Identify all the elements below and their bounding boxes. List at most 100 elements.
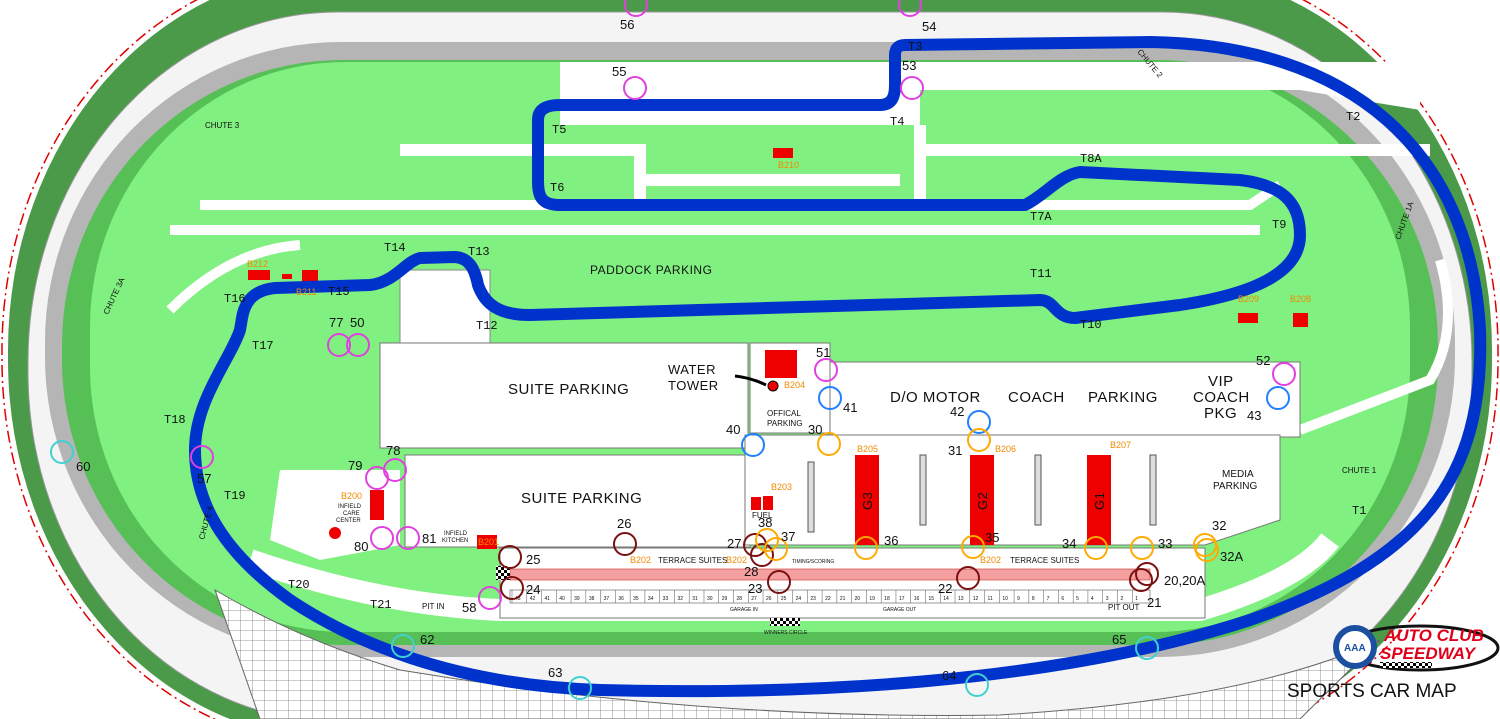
marker-gate-circle[interactable] xyxy=(365,466,389,490)
building-b201[interactable] xyxy=(477,535,497,549)
pit-stall[interactable]: 30 xyxy=(707,596,713,602)
pit-stall[interactable]: 18 xyxy=(884,596,890,602)
pit-stall[interactable]: 34 xyxy=(648,596,654,602)
pit-stall[interactable]: 12 xyxy=(973,596,979,602)
marker-pit-circle[interactable] xyxy=(1084,536,1108,560)
pit-stall[interactable]: 25 xyxy=(781,596,787,602)
marker-gate-circle[interactable] xyxy=(623,76,647,100)
marker-gate-circle[interactable] xyxy=(370,526,394,550)
marker-pit-circle[interactable] xyxy=(967,428,991,452)
turn-label: T20 xyxy=(288,578,310,592)
marker-post-circle[interactable] xyxy=(741,433,765,457)
pit-stall[interactable]: 39 xyxy=(574,596,580,602)
pit-stall[interactable]: 37 xyxy=(604,596,610,602)
building-b200[interactable] xyxy=(370,490,384,520)
pit-stall[interactable]: 36 xyxy=(618,596,624,602)
marker-stand-circle[interactable] xyxy=(391,634,415,658)
marker-suite-circle[interactable] xyxy=(500,576,524,600)
pit-stall[interactable]: 31 xyxy=(692,596,698,602)
pit-stall[interactable]: 21 xyxy=(840,596,846,602)
marker-gate-circle[interactable] xyxy=(898,0,922,17)
pit-stall[interactable]: 8 xyxy=(1032,596,1035,602)
marker-gate-circle[interactable] xyxy=(190,445,214,469)
building-b203[interactable] xyxy=(751,497,761,510)
pit-stall[interactable]: 32 xyxy=(677,596,683,602)
pit-stall[interactable]: 5 xyxy=(1076,596,1079,602)
marker-suite-circle[interactable] xyxy=(750,543,774,567)
marker-label: 81 xyxy=(422,531,436,546)
pit-stall[interactable]: 24 xyxy=(796,596,802,602)
marker-suite-circle[interactable] xyxy=(956,566,980,590)
marker-suite-circle[interactable] xyxy=(1135,562,1159,586)
marker-gate-circle[interactable] xyxy=(1272,362,1296,386)
marker-gate-circle[interactable] xyxy=(346,333,370,357)
marker-pit-circle[interactable] xyxy=(764,537,788,561)
pit-stall[interactable]: 4 xyxy=(1091,596,1094,602)
marker-post-circle[interactable] xyxy=(1266,386,1290,410)
pit-stall[interactable]: 7 xyxy=(1047,596,1050,602)
garage-g2[interactable] xyxy=(970,455,994,545)
pit-stall[interactable]: 13 xyxy=(958,596,964,602)
marker-pit-circle[interactable] xyxy=(817,432,841,456)
pit-stall[interactable]: 35 xyxy=(633,596,639,602)
pit-stall[interactable]: 28 xyxy=(737,596,743,602)
pit-stall[interactable]: 19 xyxy=(869,596,875,602)
marker-pit-circle[interactable] xyxy=(755,528,779,552)
pit-stall[interactable]: 29 xyxy=(722,596,728,602)
pit-stall[interactable]: 38 xyxy=(589,596,595,602)
pit-stall[interactable]: 15 xyxy=(928,596,934,602)
pit-stall[interactable]: 41 xyxy=(545,596,551,602)
marker-gate-circle[interactable] xyxy=(900,76,924,100)
marker-gate-circle[interactable] xyxy=(396,526,420,550)
pit-stall[interactable]: 43 xyxy=(515,596,521,602)
marker-gate-circle[interactable] xyxy=(327,333,351,357)
marker-gate-circle[interactable] xyxy=(478,586,502,610)
pit-stall[interactable]: 23 xyxy=(810,596,816,602)
pit-stall[interactable]: 3 xyxy=(1106,596,1109,602)
garage-g3[interactable] xyxy=(855,455,879,545)
pit-stall[interactable]: 33 xyxy=(663,596,669,602)
pit-stall[interactable]: 27 xyxy=(751,596,757,602)
marker-pit-circle[interactable] xyxy=(854,536,878,560)
marker-post-circle[interactable] xyxy=(818,386,842,410)
pit-stall[interactable]: 1 xyxy=(1135,596,1138,602)
pit-stall[interactable]: 17 xyxy=(899,596,905,602)
pit-stall[interactable]: 2 xyxy=(1120,596,1123,602)
marker-post-circle[interactable] xyxy=(967,410,991,434)
marker-suite-circle[interactable] xyxy=(613,532,637,556)
building-b211[interactable] xyxy=(302,270,318,283)
marker-pit-circle[interactable] xyxy=(1130,536,1154,560)
pit-stall[interactable]: 10 xyxy=(1002,596,1008,602)
marker-pit-circle[interactable] xyxy=(1195,538,1219,562)
building-b204[interactable] xyxy=(765,350,797,378)
pit-stall[interactable]: 26 xyxy=(766,596,772,602)
kitchen-label: INFIELD xyxy=(444,531,468,537)
marker-suite-circle[interactable] xyxy=(1129,568,1153,592)
building-b210[interactable] xyxy=(773,148,793,158)
building-b212[interactable] xyxy=(248,270,270,280)
marker-pit-circle[interactable] xyxy=(961,535,985,559)
marker-suite-circle[interactable] xyxy=(767,570,791,594)
pit-stall[interactable]: 20 xyxy=(855,596,861,602)
pit-stall[interactable]: 6 xyxy=(1061,596,1064,602)
pit-stall[interactable]: 16 xyxy=(914,596,920,602)
building-b208[interactable] xyxy=(1293,313,1308,327)
pit-stall[interactable]: 42 xyxy=(530,596,536,602)
garage-g1[interactable] xyxy=(1087,455,1111,545)
chute-label: CHUTE 1 xyxy=(1342,466,1377,475)
pit-stall[interactable]: 14 xyxy=(943,596,949,602)
marker-stand-circle[interactable] xyxy=(568,676,592,700)
pit-stall[interactable]: 9 xyxy=(1017,596,1020,602)
marker-gate-circle[interactable] xyxy=(814,358,838,382)
marker-stand-circle[interactable] xyxy=(965,673,989,697)
terrace-suites-label: TERRACE SUITES xyxy=(658,556,727,565)
care-center-area xyxy=(270,470,400,560)
pit-stall[interactable]: 22 xyxy=(825,596,831,602)
marker-stand-circle[interactable] xyxy=(50,440,74,464)
building-b209[interactable] xyxy=(1238,313,1258,323)
marker-suite-circle[interactable] xyxy=(498,545,522,569)
pit-stall[interactable]: 40 xyxy=(559,596,565,602)
marker-stand-circle[interactable] xyxy=(1135,636,1159,660)
pit-stall[interactable]: 11 xyxy=(988,596,993,602)
marker-gate-circle[interactable] xyxy=(624,0,648,17)
